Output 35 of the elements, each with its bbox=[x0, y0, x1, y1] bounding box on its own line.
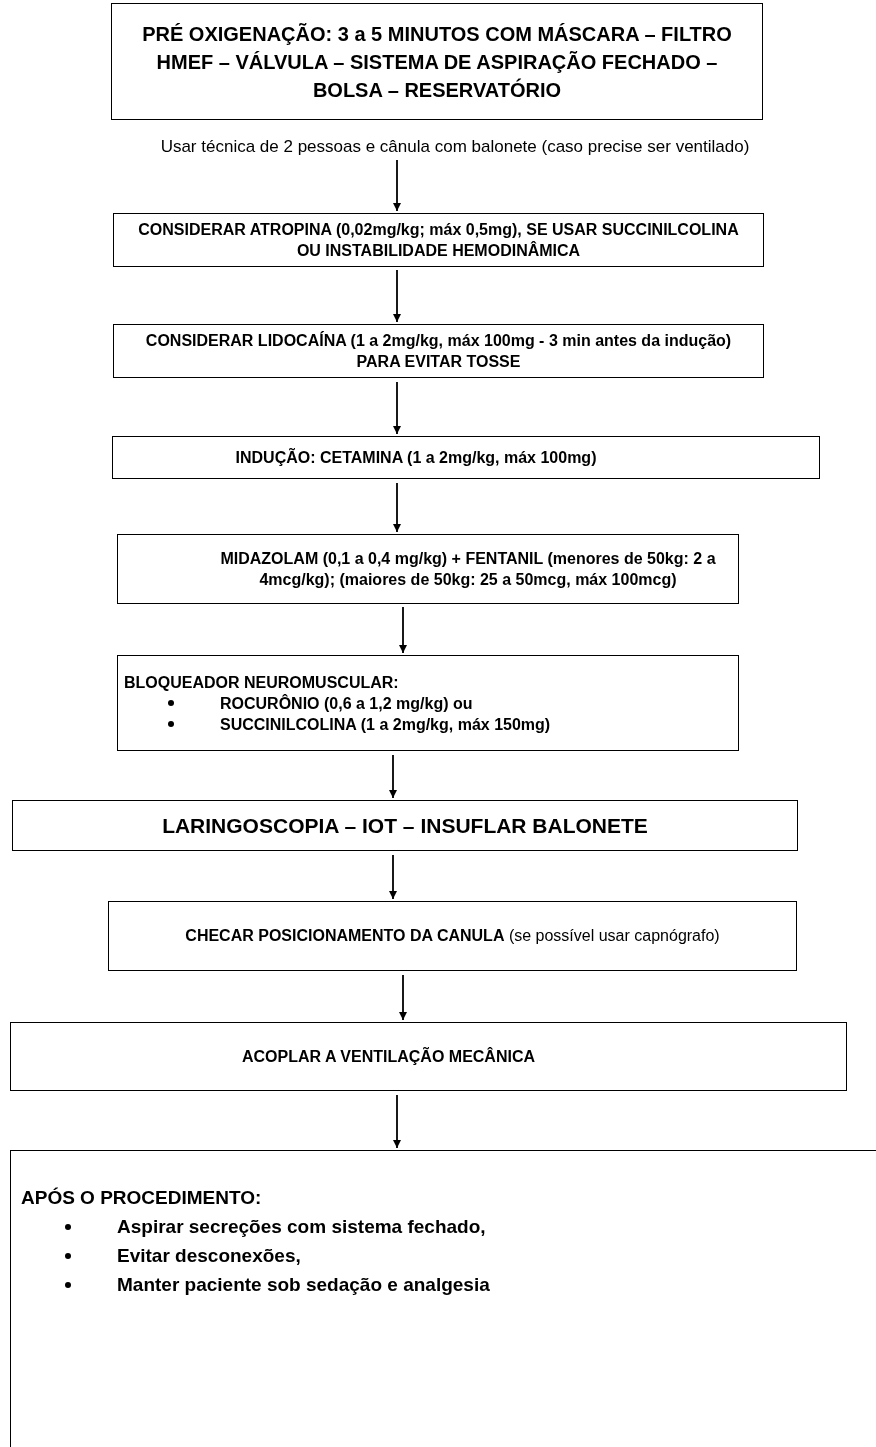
list-item: Aspirar secreções com sistema fechado, bbox=[117, 1216, 486, 1237]
list-item: ROCURÔNIO (0,6 a 1,2 mg/kg) ou bbox=[220, 694, 473, 712]
arrow bbox=[393, 1094, 401, 1149]
arrow bbox=[393, 269, 401, 323]
list-item: SUCCINILCOLINA (1 a 2mg/kg, máx 150mg) bbox=[220, 715, 551, 733]
step-text: INDUÇÃO: CETAMINA (1 a 2mg/kg, máx 100mg) bbox=[234, 447, 598, 468]
arrow bbox=[399, 606, 407, 654]
step-text: PRÉ OXIGENAÇÃO: 3 a 5 MINUTOS COM MÁSCARA – FILTRO HMEF – VÁLVULA – SISTEMA DE ASPIRAÇÃO FECHADO – BOLSA – RESERVATÓRIO bbox=[141, 21, 733, 103]
arrow bbox=[393, 482, 401, 533]
step-text: CHECAR POSICIONAMENTO DA CANULA (se possível usar capnógrafo) bbox=[184, 926, 721, 946]
arrow bbox=[399, 974, 407, 1021]
arrow bbox=[389, 854, 397, 900]
step-note: Usar técnica de 2 pessoas e cânula com balonete (caso precise ser ventilado) bbox=[159, 137, 751, 157]
process-box bbox=[10, 1022, 847, 1091]
step-heading: BLOQUEADOR NEUROMUSCULAR: bbox=[124, 672, 400, 693]
step-text: ACOPLAR A VENTILAÇÃO MECÂNICA bbox=[241, 1046, 536, 1067]
arrow bbox=[393, 381, 401, 435]
process-box bbox=[113, 213, 764, 267]
list-item: Manter paciente sob sedação e analgesia bbox=[117, 1274, 490, 1295]
process-box bbox=[117, 534, 739, 604]
process-box bbox=[112, 436, 820, 479]
step-heading: APÓS O PROCEDIMENTO: bbox=[21, 1186, 263, 1210]
process-box bbox=[111, 3, 763, 120]
list-item: Evitar desconexões, bbox=[117, 1245, 301, 1266]
step-text: CONSIDERAR ATROPINA (0,02mg/kg; máx 0,5mg), SE USAR SUCCINILCOLINA OU INSTABILIDADE HEMODINÂMICA bbox=[137, 220, 740, 261]
process-box bbox=[10, 1150, 876, 1447]
step-text: CONSIDERAR LIDOCAÍNA (1 a 2mg/kg, máx 100mg - 3 min antes da indução) PARA EVITAR TOSSE bbox=[144, 330, 733, 372]
arrow bbox=[393, 159, 401, 212]
step-text: LARINGOSCOPIA – IOT – INSUFLAR BALONETE bbox=[161, 812, 649, 839]
arrow bbox=[389, 754, 397, 799]
process-box bbox=[108, 901, 797, 971]
process-box bbox=[113, 324, 764, 378]
step-text: MIDAZOLAM (0,1 a 0,4 mg/kg) + FENTANIL (menores de 50kg: 2 a 4mcg/kg); (maiores de 50kg: 25 a 50mcg, máx 100mcg) bbox=[219, 549, 717, 590]
process-box bbox=[12, 800, 798, 851]
process-box bbox=[117, 655, 739, 751]
